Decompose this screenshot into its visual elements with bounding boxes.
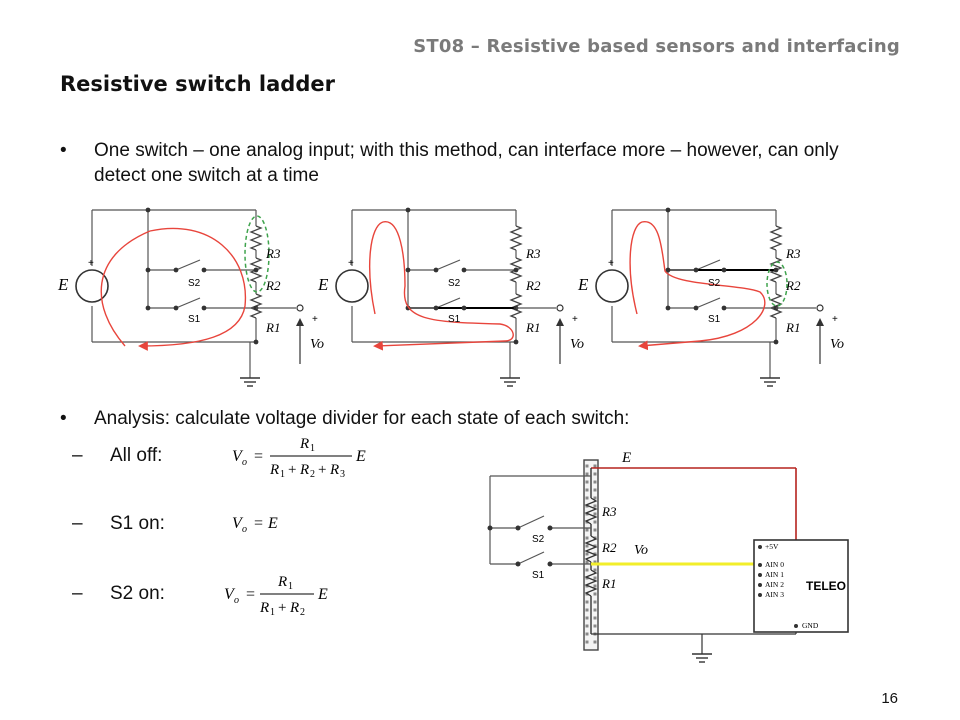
- teleo-e-label: E: [621, 450, 631, 466]
- f-num-r: R: [299, 436, 309, 452]
- vo-plus-label: +: [572, 314, 578, 325]
- teleo-pins: +5V AIN 0 AIN 1 AIN 2 AIN 3 GND: [758, 542, 819, 630]
- s1-label: S1: [188, 314, 201, 325]
- bullet-text: Analysis: calculate voltage divider for …: [94, 408, 630, 429]
- case-dash: –: [72, 513, 83, 534]
- r3-label: R3: [265, 246, 281, 261]
- plus-label: +: [608, 258, 614, 269]
- teleo-s1-label: S1: [532, 570, 545, 581]
- case-label: S2 on:: [110, 583, 165, 604]
- r1-label: R1: [525, 320, 540, 335]
- source-label: E: [317, 275, 329, 294]
- f-v: V: [232, 448, 244, 465]
- teleo-s2-label: S2: [532, 534, 545, 545]
- pin-gnd: GND: [802, 621, 819, 630]
- course-header: ST08 – Resistive based sensors and inter…: [413, 36, 900, 57]
- f-den-2: 2: [300, 607, 305, 618]
- s2-label: S2: [708, 278, 721, 289]
- r1-label: R1: [785, 320, 800, 335]
- case-label: S1 on:: [110, 513, 165, 534]
- f-den-r2: R: [289, 600, 299, 616]
- pin-ain0: AIN 0: [765, 560, 784, 569]
- pin-ain1: AIN 1: [765, 570, 784, 579]
- f-v: V: [232, 515, 244, 532]
- vo-plus-label: +: [832, 314, 838, 325]
- f-den-2: 2: [310, 469, 315, 480]
- f-den-r2: R: [299, 462, 309, 478]
- vo-label: Vo: [570, 337, 584, 352]
- f-den-r1: R: [259, 600, 269, 616]
- pin-ain3: AIN 3: [765, 590, 784, 599]
- f-e: E: [317, 586, 328, 603]
- f-v: V: [224, 586, 236, 603]
- f-den-3: 3: [340, 469, 345, 480]
- r2-label: R2: [525, 278, 541, 293]
- f-den-1: 1: [270, 607, 275, 618]
- bullet-text: One switch – one analog input; with this…: [94, 140, 839, 186]
- f-o: o: [242, 457, 247, 468]
- f-num-r: R: [277, 574, 287, 590]
- f-e: E: [267, 515, 278, 532]
- s2-label: S2: [448, 278, 461, 289]
- r2-label: R2: [785, 278, 801, 293]
- s2-label: S2: [188, 278, 201, 289]
- s1-label: S1: [448, 314, 461, 325]
- r1-label: R1: [265, 320, 280, 335]
- case-dash: –: [72, 445, 83, 466]
- teleo-vo-label: Vo: [634, 543, 648, 558]
- r3-label: R3: [525, 246, 541, 261]
- f-e: E: [355, 448, 366, 465]
- teleo-interface-diagram: E R3 R2 R1 S2 S1 Vo TELEO +5V AIN 0 AIN …: [487, 450, 849, 663]
- formula-all-off: V o = R 1 R 1 + R 2 + R 3 E: [232, 436, 366, 480]
- f-num-1: 1: [288, 581, 293, 592]
- formula-s1-on: V o = E: [232, 515, 278, 535]
- r3-label: R3: [785, 246, 801, 261]
- f-plus: +: [318, 462, 326, 478]
- source-label: E: [57, 275, 69, 294]
- f-eq: =: [254, 515, 263, 532]
- pin-ain2: AIN 2: [765, 580, 784, 589]
- s1-label: S1: [708, 314, 721, 325]
- teleo-device: [753, 539, 849, 633]
- formula-s2-on: V o = R 1 R 1 + R 2 E: [224, 574, 328, 618]
- plus-label: +: [88, 258, 94, 269]
- case-dash: –: [72, 583, 83, 604]
- f-o: o: [234, 595, 239, 606]
- source-label: E: [577, 275, 589, 294]
- r2-label: R2: [265, 278, 281, 293]
- vo-label: Vo: [830, 337, 844, 352]
- f-den-r1: R: [269, 462, 279, 478]
- case-label: All off:: [110, 445, 163, 466]
- f-eq: =: [254, 448, 263, 465]
- bullet-symbol: •: [60, 408, 67, 429]
- page-number: 16: [881, 690, 898, 707]
- vo-plus-label: +: [312, 314, 318, 325]
- teleo-r2-label: R2: [601, 540, 617, 555]
- pin-5v: +5V: [765, 542, 779, 551]
- f-eq: =: [246, 586, 255, 603]
- plus-label: +: [348, 258, 354, 269]
- f-num-1: 1: [310, 443, 315, 454]
- vo-label: Vo: [310, 337, 324, 352]
- f-den-r3: R: [329, 462, 339, 478]
- f-plus: +: [288, 462, 296, 478]
- bullet-symbol: •: [60, 140, 67, 161]
- f-o: o: [242, 524, 247, 535]
- teleo-r1-label: R1: [601, 576, 616, 591]
- f-plus: +: [278, 600, 286, 616]
- teleo-r3-label: R3: [601, 504, 617, 519]
- slide-title: Resistive switch ladder: [60, 72, 335, 96]
- f-den-1: 1: [280, 469, 285, 480]
- teleo-device-label: TELEO: [806, 579, 846, 593]
